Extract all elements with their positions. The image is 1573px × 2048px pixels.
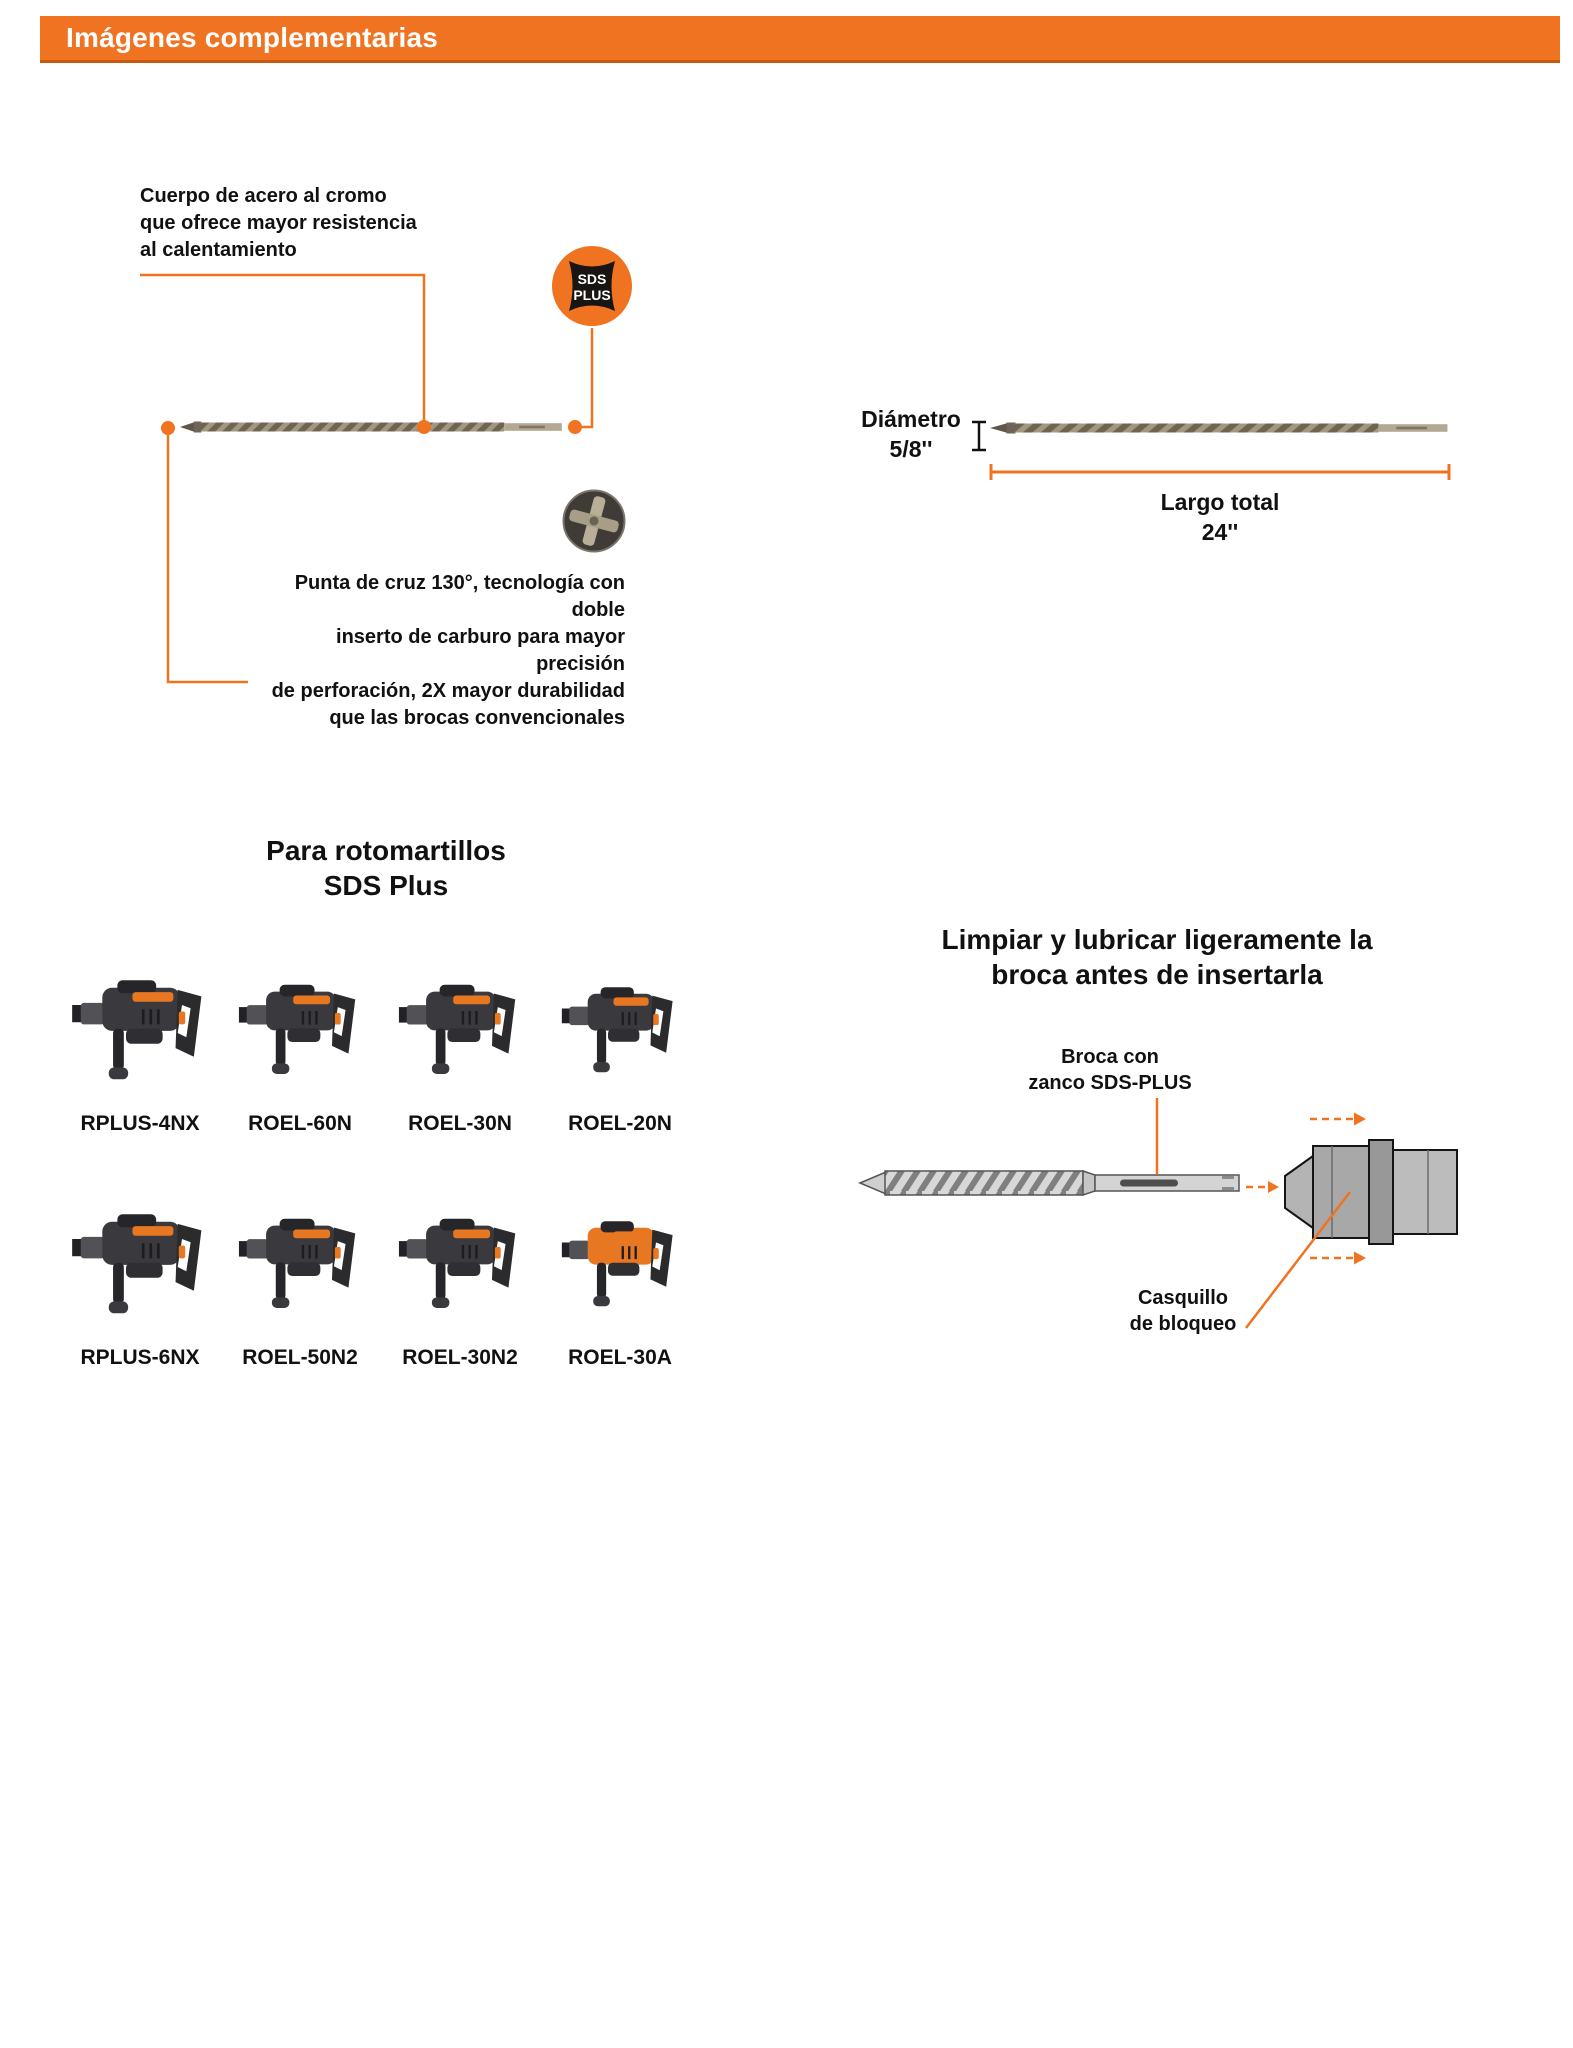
model-label: RPLUS-4NX [80, 1112, 200, 1135]
rotary-hammer-image [560, 1184, 680, 1336]
body-material-note: Cuerpo de acero al cromo que ofrece mayo… [140, 183, 440, 264]
model-label: ROEL-30N2 [402, 1346, 518, 1369]
section-title: Imágenes complementarias [66, 22, 439, 53]
sleeve-label: Casquillo de bloqueo [1083, 1285, 1283, 1337]
model-label: ROEL-50N2 [242, 1346, 358, 1369]
diameter-label: Diámetro 5/8'' [855, 404, 967, 464]
section-header-bar: Imágenes complementarias [40, 16, 1560, 63]
compat-grid: RPLUS-4NX ROEL-60N ROEL-30N ROEL-20N RPL… [60, 950, 700, 1370]
badge-text-sds: SDS [578, 271, 607, 287]
length-measure-line [989, 464, 1451, 480]
model-item: RPLUS-6NX [63, 1184, 218, 1370]
rotary-hammer-image [70, 1184, 210, 1336]
model-label: RPLUS-6NX [80, 1346, 200, 1369]
model-label: ROEL-60N [248, 1112, 352, 1135]
length-value: 24'' [1201, 519, 1239, 545]
note-line: al calentamiento [140, 239, 297, 261]
model-item: ROEL-30N2 [383, 1184, 538, 1370]
model-label: ROEL-30A [568, 1346, 672, 1369]
model-item: ROEL-20N [543, 950, 698, 1136]
badge-text-plus: PLUS [573, 287, 610, 303]
rotary-hammer-image [237, 1184, 363, 1336]
model-item: ROEL-30A [543, 1184, 698, 1370]
sds-drill-illustration [858, 1169, 1240, 1197]
note-line: inserto de carburo para mayor precisión [336, 626, 625, 675]
rotary-hammer-image [397, 950, 523, 1102]
note-line: que las brocas convencionales [329, 707, 625, 729]
diameter-word: Diámetro [861, 406, 961, 432]
length-label: Largo total 24'' [1070, 487, 1370, 547]
compat-heading-line: SDS Plus [323, 870, 449, 901]
insertion-heading-line: broca antes de insertarla [991, 959, 1323, 990]
model-item: ROEL-30N [383, 950, 538, 1136]
note-line: de perforación, 2X mayor durabilidad [271, 680, 625, 702]
sds-plus-badge: SDS PLUS [552, 246, 632, 326]
compat-heading: Para rotomartillos SDS Plus [236, 833, 536, 903]
insertion-heading: Limpiar y lubricar ligeramente la broca … [897, 922, 1417, 992]
rotary-hammer-image [397, 1184, 523, 1336]
note-line: Punta de cruz 130°, tecnología con doble [294, 572, 625, 621]
cross-tip-note: Punta de cruz 130°, tecnología con doble… [245, 570, 625, 732]
model-item: ROEL-50N2 [223, 1184, 378, 1370]
note-line: Broca con [1061, 1046, 1159, 1068]
cross-tip-inset [562, 489, 626, 553]
diameter-value: 5/8'' [889, 436, 933, 462]
insertion-heading-line: Limpiar y lubricar ligeramente la [941, 924, 1373, 955]
drill-bit-dimension-view [990, 422, 1448, 434]
note-line: zanco SDS-PLUS [1028, 1072, 1192, 1094]
model-label: ROEL-30N [408, 1112, 512, 1135]
rotary-hammer-image [70, 950, 210, 1102]
rotary-hammer-image [237, 950, 363, 1102]
diameter-bracket [972, 420, 986, 452]
length-word: Largo total [1160, 489, 1280, 515]
sds-hide-shape [569, 261, 615, 311]
model-label: ROEL-20N [568, 1112, 672, 1135]
chuck-illustration [1284, 1139, 1458, 1245]
shank-label: Broca con zanco SDS-PLUS [1010, 1044, 1210, 1096]
note-line: que ofrece mayor resistencia [140, 212, 417, 234]
arrow-right-icon [1354, 1112, 1366, 1126]
note-line: Cuerpo de acero al cromo [140, 185, 387, 207]
model-item: ROEL-60N [223, 950, 378, 1136]
model-item: RPLUS-4NX [63, 950, 218, 1136]
arrow-right-icon [1268, 1181, 1279, 1193]
note-line: Casquillo [1137, 1287, 1228, 1309]
compat-heading-line: Para rotomartillos [266, 835, 506, 866]
rotary-hammer-image [560, 950, 680, 1102]
drill-bit-side-view [180, 421, 562, 433]
note-line: de bloqueo [1129, 1313, 1237, 1335]
